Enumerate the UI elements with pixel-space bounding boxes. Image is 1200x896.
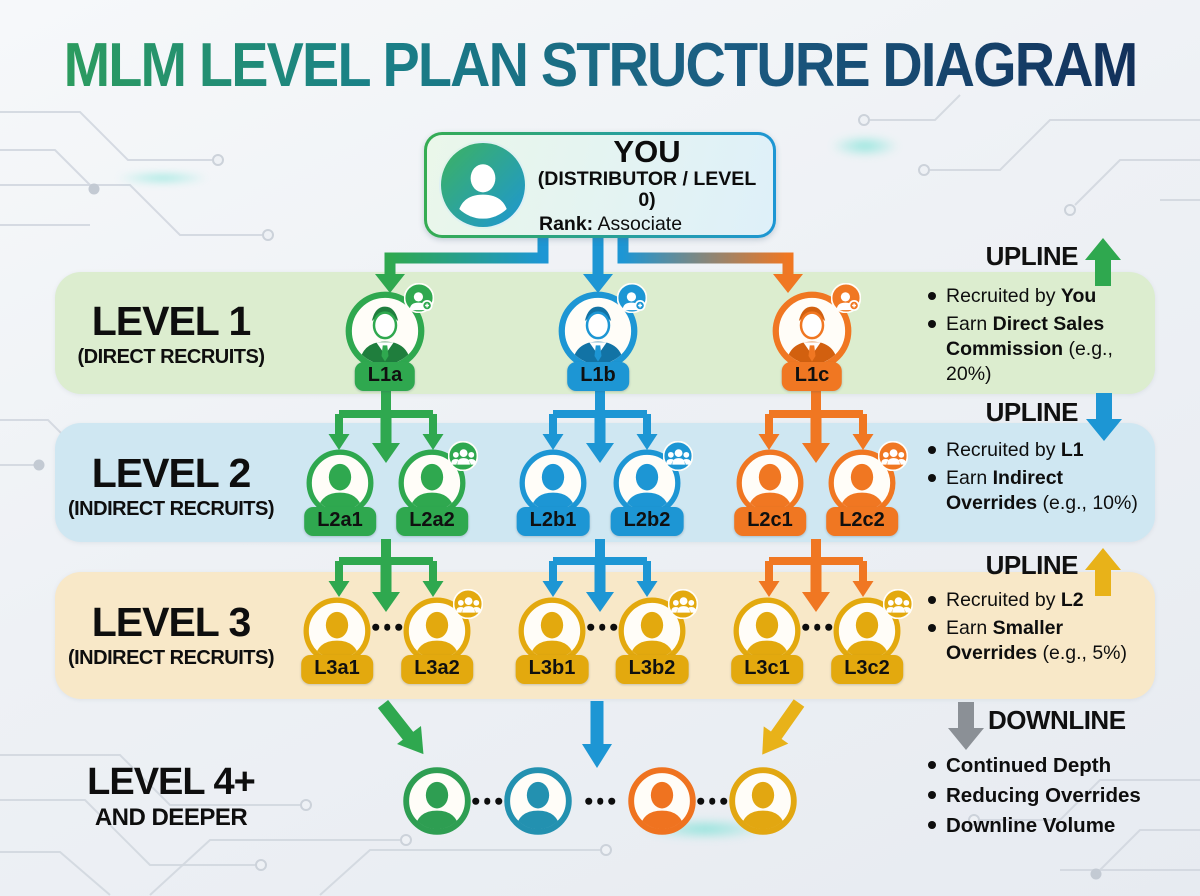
bullet-item: Recruited by You <box>928 284 1156 309</box>
bullet-item: Earn Direct Sales Commission (e.g., 20%) <box>928 312 1156 387</box>
person-icon <box>439 141 527 229</box>
you-rank: Rank: Associate <box>539 212 683 235</box>
level-3-notes: Recruited by L2 Earn Smaller Overrides (e… <box>928 588 1156 669</box>
level-3-label: LEVEL 3 (INDIRECT RECRUITS) <box>67 599 275 670</box>
level-2-label: LEVEL 2 (INDIRECT RECRUITS) <box>67 450 275 521</box>
level-4-label: LEVEL 4+ AND DEEPER <box>87 761 256 831</box>
upline-label-2: UPLINE <box>985 397 1079 427</box>
bullet-item: Recruited by L1 <box>928 438 1156 463</box>
upline-arrow-up-icon <box>1085 548 1121 596</box>
upline-arrow-down-icon <box>1086 393 1122 441</box>
upline-label-1: UPLINE <box>985 241 1079 271</box>
bullet-item: Continued Depth <box>928 753 1178 779</box>
you-subtitle: (DISTRIBUTOR / LEVEL 0) <box>537 168 757 212</box>
level-1-label: LEVEL 1 (DIRECT RECRUITS) <box>77 298 265 369</box>
upline-arrow-up-icon <box>1085 238 1121 286</box>
downline-label: DOWNLINE <box>988 705 1126 735</box>
upline-label-3: UPLINE <box>985 550 1079 580</box>
bullet-item: Downline Volume <box>928 813 1178 839</box>
level-2-notes: Recruited by L1 Earn Indirect Overrides (… <box>928 438 1156 519</box>
downline-arrow-down-icon <box>948 702 984 750</box>
bullet-item: Reducing Overrides <box>928 783 1178 809</box>
you-card: YOU (DISTRIBUTOR / LEVEL 0) Rank: Associ… <box>424 132 776 238</box>
you-name: YOU <box>613 133 681 169</box>
bullet-item: Earn Smaller Overrides (e.g., 5%) <box>928 616 1156 666</box>
bullet-item: Earn Indirect Overrides (e.g., 10%) <box>928 466 1156 516</box>
page-title: MLM LEVEL PLAN STRUCTURE DIAGRAM <box>60 30 1140 101</box>
bullet-item: Recruited by L2 <box>928 588 1156 613</box>
